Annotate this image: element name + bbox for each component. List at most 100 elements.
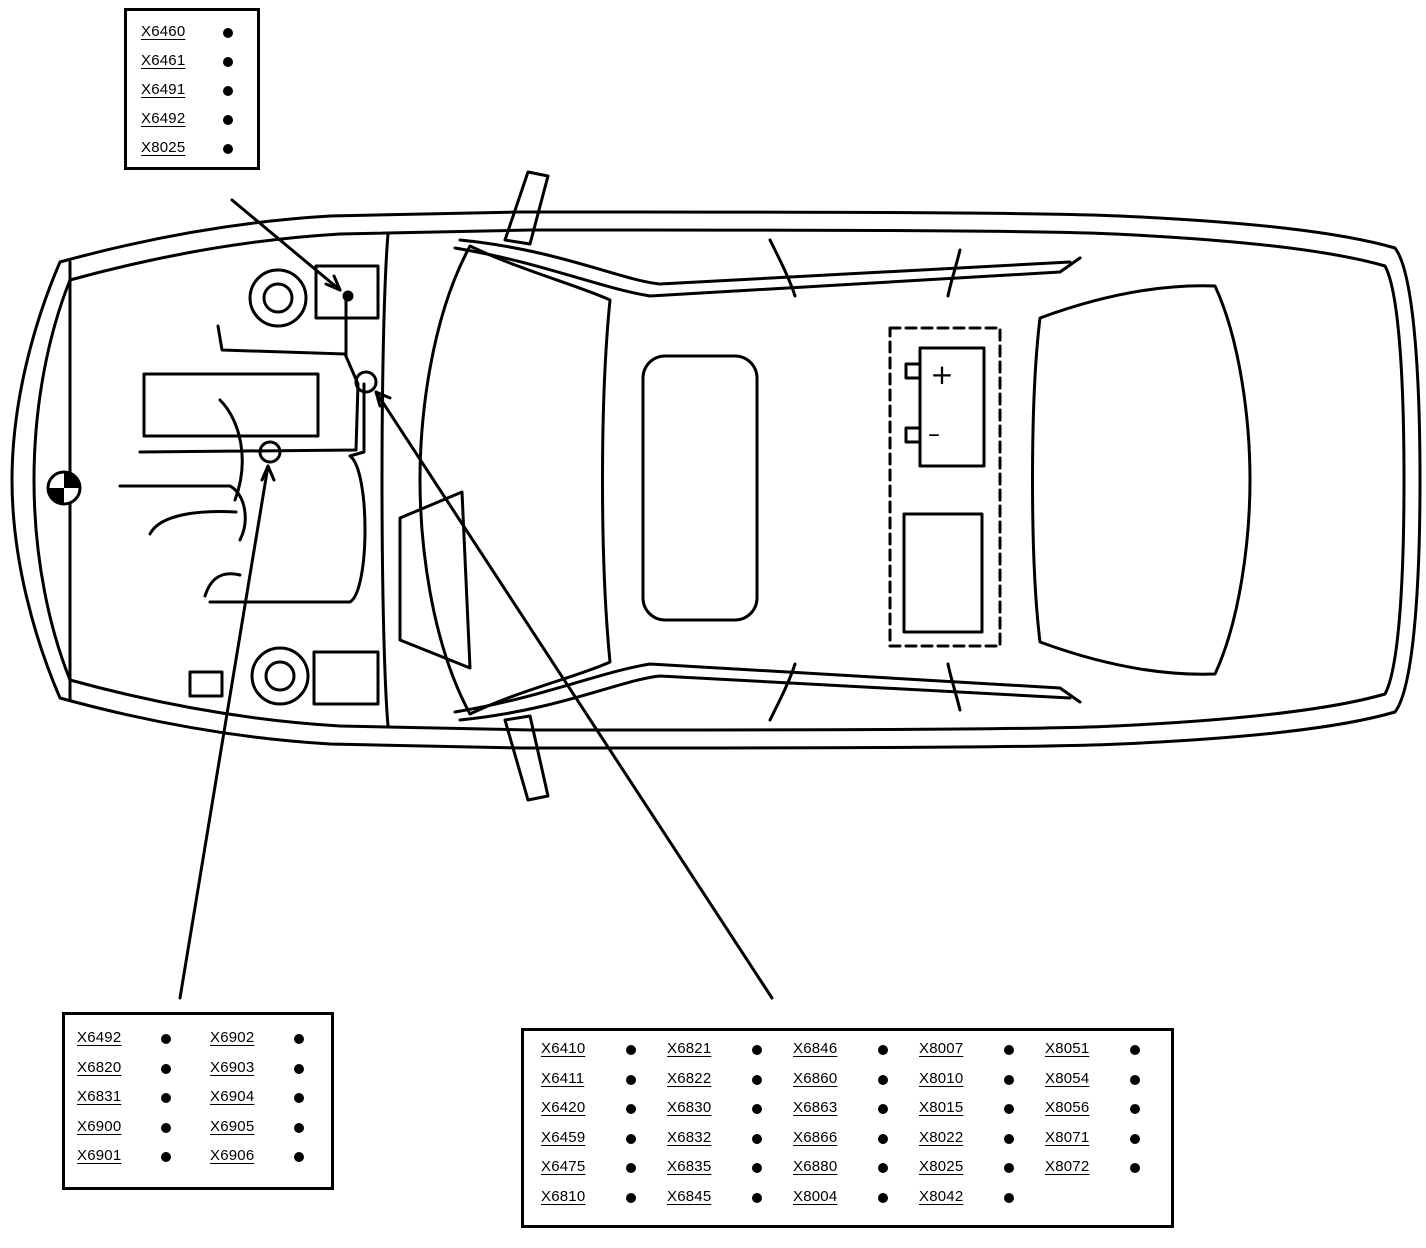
connector-dot (1130, 1133, 1140, 1144)
bmw-logo (46, 470, 82, 506)
connector-dot (878, 1045, 888, 1055)
connector-label: X8007 (919, 1040, 964, 1057)
fuse-point (342, 290, 354, 302)
connector-dot (1130, 1074, 1140, 1085)
connector-dot (294, 1093, 304, 1103)
connector-dot (1004, 1045, 1014, 1055)
connector-label: X8010 (919, 1069, 964, 1087)
connector-label: X8051 (1045, 1040, 1090, 1057)
connector-dot (1130, 1045, 1140, 1055)
connector-label: X6410 (541, 1040, 586, 1057)
connector-label: X8025 (141, 139, 186, 156)
connector-label: X6903 (210, 1058, 255, 1076)
connector-point-lower (258, 440, 282, 464)
connector-label: X6420 (541, 1099, 586, 1116)
mirror-bottom (503, 714, 550, 802)
connector-dot (626, 1045, 636, 1055)
connector-label: X8022 (919, 1128, 964, 1146)
connector-label: X6821 (667, 1040, 712, 1057)
arrowhead-top (324, 274, 342, 292)
connector-dot (626, 1104, 636, 1114)
connector-dot (878, 1104, 888, 1114)
connector-label: X6810 (541, 1187, 586, 1205)
engine-block (142, 372, 320, 438)
connector-dot (1004, 1133, 1014, 1144)
upper-door-line (453, 238, 1082, 298)
connector-label: X8056 (1045, 1099, 1090, 1116)
connector-label: X6492 (141, 110, 186, 127)
strut-tower-top (248, 268, 308, 328)
connector-dot (294, 1063, 304, 1074)
connector-label: X6820 (77, 1058, 122, 1076)
arrowhead-left (260, 464, 276, 482)
connector-dot (161, 1063, 171, 1074)
rear-door-seam-top (946, 248, 962, 298)
wiper (398, 490, 472, 670)
connector-label: X6880 (793, 1158, 838, 1175)
wiring-harness (118, 294, 367, 604)
connector-dot (878, 1163, 888, 1173)
connector-point-upper (354, 370, 378, 394)
connector-dot (752, 1074, 762, 1085)
connector-dot (752, 1192, 762, 1203)
connector-label: X6835 (667, 1158, 712, 1175)
connector-label: X8071 (1045, 1128, 1090, 1146)
connector-label: X6860 (793, 1069, 838, 1087)
connector-label: X6902 (210, 1029, 255, 1046)
connector-label: X6492 (77, 1029, 122, 1046)
connector-dot (161, 1093, 171, 1103)
connector-dot (161, 1034, 171, 1044)
connector-dot (626, 1163, 636, 1173)
connector-label: X6459 (541, 1128, 586, 1146)
connector-label: X8054 (1045, 1069, 1090, 1087)
connector-label: X8025 (919, 1158, 964, 1175)
rear-door-seam-bottom (946, 662, 962, 712)
connector-label: X6846 (793, 1040, 838, 1057)
connector-label: X6831 (77, 1088, 122, 1105)
connector-label: X6461 (141, 52, 186, 69)
connector-dot (1004, 1163, 1014, 1173)
connector-dot (878, 1074, 888, 1085)
connector-dot (1004, 1074, 1014, 1085)
connector-dot (752, 1104, 762, 1114)
trunk-component (902, 512, 984, 634)
connector-label: X6411 (541, 1069, 585, 1087)
door-seam-top (768, 238, 797, 298)
connector-dot (223, 115, 233, 125)
engine-component-small (188, 670, 224, 698)
connector-dot (294, 1152, 304, 1162)
battery-terminal-minus (904, 426, 922, 444)
connector-dot (1004, 1104, 1014, 1114)
connector-label: X6832 (667, 1128, 712, 1146)
connector-label: X8015 (919, 1099, 964, 1116)
connector-label: X6901 (77, 1147, 122, 1164)
connector-label: X6866 (793, 1128, 838, 1146)
connector-dot (752, 1163, 762, 1173)
connector-label: X8072 (1045, 1158, 1090, 1175)
connector-label: X6460 (141, 23, 186, 40)
connector-dot (752, 1045, 762, 1055)
car-body-outer (10, 210, 1422, 750)
connector-label: X6845 (667, 1187, 712, 1205)
connector-label: X8004 (793, 1187, 838, 1205)
connector-label: X6904 (210, 1088, 255, 1105)
battery-plus-label: + (930, 358, 953, 391)
connector-dot (223, 57, 233, 67)
battery-compartment (888, 326, 1002, 648)
connector-label: X8042 (919, 1187, 964, 1205)
connector-label: X6475 (541, 1158, 586, 1175)
mirror-top (503, 170, 550, 246)
connector-dot (626, 1074, 636, 1085)
sunroof (641, 354, 759, 622)
connector-dot (223, 144, 233, 154)
connector-label: X6900 (77, 1117, 122, 1135)
connector-dot (878, 1192, 888, 1203)
connector-dot (161, 1152, 171, 1162)
lower-door-line (453, 662, 1082, 722)
strut-tower-bottom (250, 646, 310, 706)
connector-dot (223, 28, 233, 38)
